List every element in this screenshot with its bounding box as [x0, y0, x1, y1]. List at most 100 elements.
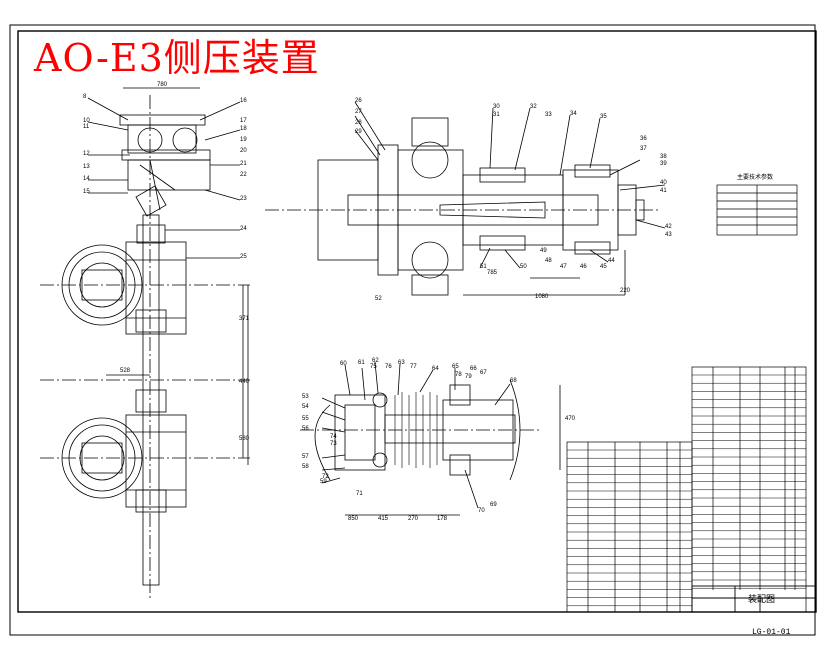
balloon-label: 21: [240, 161, 247, 167]
balloon-label: 40: [660, 180, 667, 186]
balloon-label: 52: [375, 296, 382, 302]
balloon-label: 71: [356, 491, 363, 497]
balloon-label: 33: [545, 112, 552, 118]
left-assembly-view: [40, 87, 250, 600]
param-table-title: 主要技术参数: [737, 175, 774, 181]
dimension-label: 528: [120, 368, 131, 374]
title-block: [691, 585, 817, 613]
balloon-label: 55: [302, 416, 309, 422]
balloon-label: 45: [600, 264, 607, 270]
dimension-label: 415: [378, 516, 389, 522]
balloon-label: 27: [355, 109, 362, 115]
balloon-label: 76: [385, 364, 392, 370]
balloon-label: 60: [340, 361, 347, 367]
dimension-label: 270: [408, 516, 419, 522]
dimension-label: 440: [239, 379, 250, 385]
balloon-label: 15: [83, 189, 90, 195]
balloon-label: 42: [665, 224, 672, 230]
balloon-label: 70: [478, 508, 485, 514]
dimension-label: 780: [157, 82, 168, 88]
balloon-label: 35: [600, 114, 607, 120]
balloon-label: 64: [432, 366, 439, 372]
balloon-label: 74: [330, 434, 337, 440]
balloon-label: 32: [530, 104, 537, 110]
balloon-label: 75: [370, 364, 377, 370]
balloon-label: 38: [660, 154, 667, 160]
dimension-label: 1080: [535, 294, 549, 300]
balloon-label: 16: [240, 98, 247, 104]
balloon-label: 19: [240, 137, 247, 143]
balloon-label: 63: [398, 360, 405, 366]
balloon-label: 59: [320, 479, 327, 485]
balloon-label: 46: [580, 264, 587, 270]
balloon-label: 22: [240, 172, 247, 178]
balloon-label: 47: [560, 264, 567, 270]
balloon-label: 36: [640, 136, 647, 142]
dimension-label: 785: [487, 270, 498, 276]
balloon-label: 12: [83, 151, 90, 157]
drawing-number: LG-01-01: [752, 628, 791, 637]
drawing-title: AO-E3侧压装置: [34, 36, 320, 80]
parameter-table: [716, 184, 798, 236]
bottom-middle-section-view: [300, 361, 561, 516]
dimension-label: 470: [565, 416, 576, 422]
balloon-label: 31: [493, 112, 500, 118]
outer-border: [9, 24, 816, 636]
balloon-label: 57: [302, 454, 309, 460]
bom-table-right: [691, 366, 807, 613]
balloon-label: 39: [660, 161, 667, 167]
dimension-label: 850: [348, 516, 359, 522]
dimension-label: 220: [620, 288, 631, 294]
balloon-label: 25: [240, 254, 247, 260]
balloon-label: 44: [608, 258, 615, 264]
balloon-label: 62: [372, 358, 379, 364]
balloon-label: 43: [665, 232, 672, 238]
balloon-label: 58: [302, 464, 309, 470]
balloon-label: 61: [358, 360, 365, 366]
balloon-label: 29: [355, 129, 362, 135]
balloon-label: 11: [83, 124, 90, 130]
balloon-label: 18: [240, 126, 247, 132]
balloon-label: 79: [465, 374, 472, 380]
balloon-label: 48: [545, 258, 552, 264]
balloon-label: 78: [455, 372, 462, 378]
balloon-label: 8: [83, 94, 87, 100]
balloon-label: 20: [240, 148, 247, 154]
balloon-label: 69: [490, 502, 497, 508]
balloon-label: 68: [510, 378, 517, 384]
dimension-label: 371: [239, 316, 250, 322]
balloon-label: 73: [330, 441, 337, 447]
balloon-label: 30: [493, 104, 500, 110]
bom-row-lines: [567, 374, 806, 607]
balloon-label: 51: [480, 264, 487, 270]
balloon-label: 50: [520, 264, 527, 270]
balloon-label: 65: [452, 364, 459, 370]
balloon-label: 49: [540, 248, 547, 254]
balloon-label: 14: [83, 176, 90, 182]
balloon-label: 26: [355, 98, 362, 104]
inner-border: [17, 30, 817, 613]
bom-table-middle: [566, 441, 693, 613]
balloon-label: 37: [640, 146, 647, 152]
dimension-label: 178: [437, 516, 448, 522]
dimension-label: 580: [239, 436, 250, 442]
balloon-label: 77: [410, 364, 417, 370]
balloon-label: 34: [570, 111, 577, 117]
balloon-label: 72: [322, 474, 329, 480]
balloon-label: 56: [302, 426, 309, 432]
balloon-label: 54: [302, 404, 309, 410]
balloon-label: 67: [480, 370, 487, 376]
balloon-label: 41: [660, 188, 667, 194]
top-right-section-view: [265, 101, 666, 296]
balloon-label: 23: [240, 196, 247, 202]
balloon-label: 13: [83, 164, 90, 170]
sheet-name: 装配图: [748, 594, 776, 604]
balloon-label: 28: [355, 120, 362, 126]
balloon-label: 17: [240, 118, 247, 124]
balloon-label: 66: [470, 366, 477, 372]
balloon-label: 10: [83, 118, 90, 124]
balloon-label: 24: [240, 226, 247, 232]
balloon-label: 53: [302, 394, 309, 400]
